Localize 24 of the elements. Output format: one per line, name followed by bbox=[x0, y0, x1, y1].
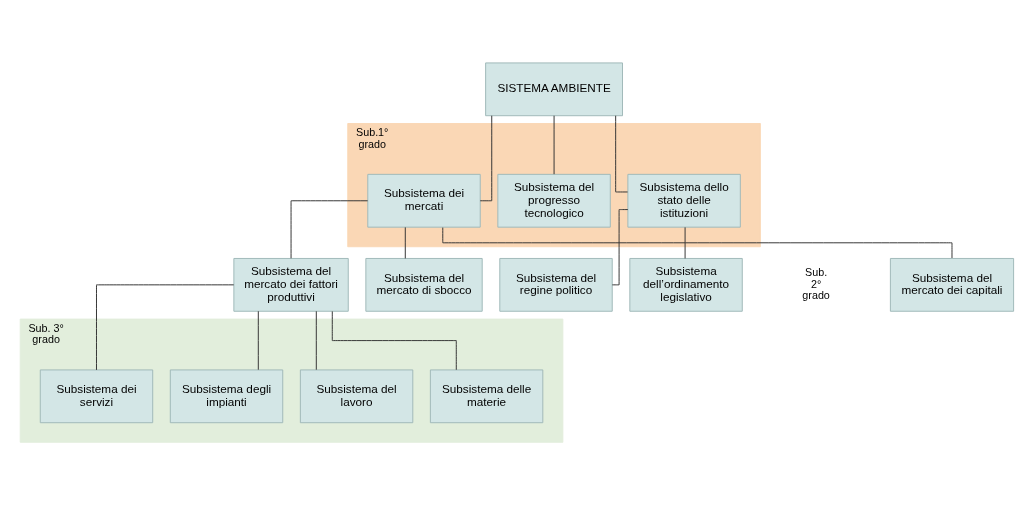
node-box: Subsistema dello stato delle istituzioni bbox=[627, 173, 741, 228]
connector bbox=[315, 310, 317, 371]
node-box: Subsistema del regine politico bbox=[499, 257, 613, 312]
connector bbox=[615, 115, 629, 193]
connector bbox=[331, 310, 457, 371]
node-box: Subsistema del mercato di sbocco bbox=[365, 257, 483, 312]
node-box: Subsistema del mercato dei capitali bbox=[889, 257, 1015, 312]
connector bbox=[96, 284, 235, 371]
node-box: Subsistema dei servizi bbox=[39, 369, 154, 424]
node-box: SISTEMA AMBIENTE bbox=[485, 62, 623, 117]
node-box: Subsistema del progresso tecnologico bbox=[497, 173, 611, 228]
connector bbox=[611, 209, 629, 286]
label: Sub. 2° grado bbox=[802, 265, 830, 302]
node-box: Subsistema dell’ordinamento legislativo bbox=[629, 257, 743, 312]
node-box: Subsistema del lavoro bbox=[299, 369, 414, 424]
node-box: Subsistema delle materie bbox=[429, 369, 544, 424]
node-box: Subsistema del mercato dei fattori produttivi bbox=[233, 257, 349, 312]
connector bbox=[553, 115, 555, 175]
connector bbox=[290, 200, 369, 259]
connector bbox=[684, 226, 686, 259]
node-box: Subsistema degli impianti bbox=[169, 369, 284, 424]
connector bbox=[404, 226, 406, 259]
connector bbox=[257, 310, 259, 371]
node-box: Subsistema dei mercati bbox=[367, 173, 481, 228]
